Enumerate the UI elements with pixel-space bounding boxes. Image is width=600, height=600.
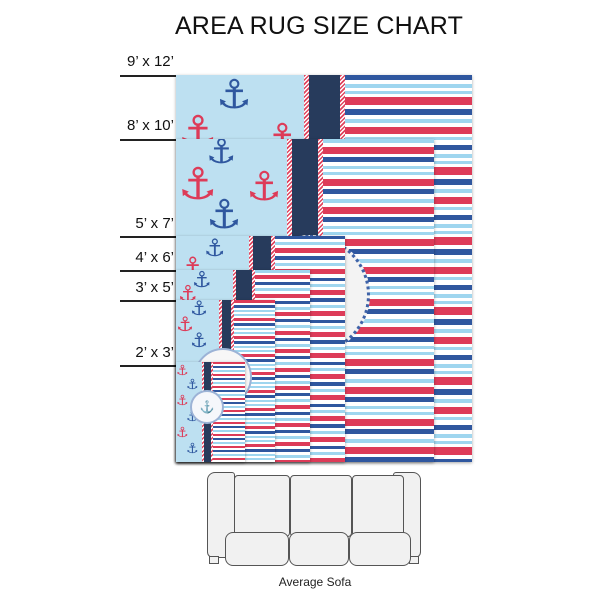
- sofa-seat-cushion-left: [225, 532, 289, 566]
- sofa-left-foot: [209, 556, 219, 564]
- size-label-5x7: 5’ x 7’: [135, 215, 174, 232]
- anchor-icon: ⚓: [204, 236, 226, 262]
- size-line-2x3: [120, 365, 176, 367]
- anchor-icon: ⚓: [192, 270, 212, 293]
- sofa-seat-cushion-middle: [289, 532, 349, 566]
- sofa-back-cushion-left: [234, 475, 290, 537]
- sofa-label: Average Sofa: [278, 575, 352, 589]
- chart-title: AREA RUG SIZE CHART: [174, 12, 464, 40]
- sofa-back-cushion-middle: [290, 475, 352, 537]
- anchor-icon: ⚓: [176, 393, 189, 409]
- medallion-anchor: ⚓: [190, 390, 224, 424]
- anchor-icon: ⚓: [190, 300, 208, 320]
- anchor-icon: ⚓: [190, 328, 208, 352]
- anchor-icon: ⚓: [186, 441, 199, 457]
- anchor-icon: ⚓: [246, 164, 282, 210]
- size-line-5x7: [120, 236, 176, 238]
- anchor-icon: ⚓: [178, 159, 218, 210]
- size-label-4x6: 4’ x 6’: [135, 249, 174, 266]
- anchor-icon: ⚓: [176, 363, 189, 379]
- size-label-8x10: 8’ x 10’: [127, 117, 174, 134]
- size-line-9x12: [120, 75, 176, 77]
- anchor-icon: ⚓: [216, 75, 252, 118]
- anchor-icon: ⚓: [186, 377, 199, 393]
- size-label-3x5: 3’ x 5’: [135, 279, 174, 296]
- size-line-4x6: [120, 270, 176, 272]
- sofa-seat-cushion-right: [349, 532, 411, 566]
- anchor-icon: ⚓: [176, 425, 189, 441]
- size-label-2x3: 2’ x 3’: [135, 344, 174, 361]
- size-label-9x12: 9’ x 12’: [127, 53, 174, 70]
- sofa-back-cushion-right: [352, 475, 404, 537]
- anchor-icon: ⚓: [206, 139, 237, 172]
- size-line-3x5: [120, 300, 176, 302]
- size-line-8x10: [120, 139, 176, 141]
- anchor-icon: ⚓: [176, 312, 194, 336]
- anchor-icon: ⚓: [206, 192, 242, 238]
- rug-2x3: ⚓ ⚓ ⚓ ⚓ ⚓ ⚓ ⚓: [176, 362, 245, 462]
- sofa-illustration: [207, 472, 421, 568]
- anchor-icon: ⚓: [199, 400, 215, 414]
